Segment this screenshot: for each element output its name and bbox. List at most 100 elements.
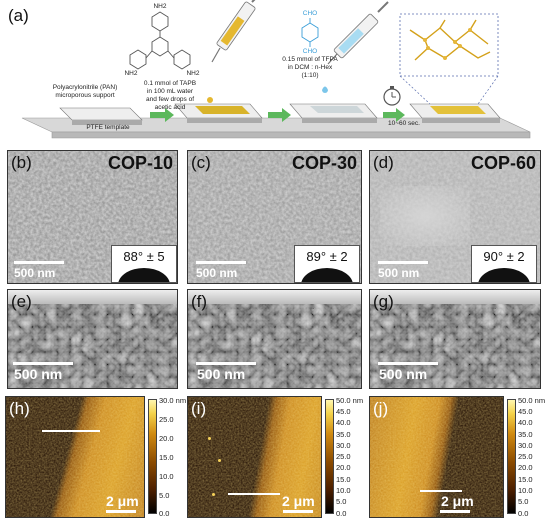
height-colorbar-i [325,399,334,514]
scale-bar-label: 500 nm [196,266,238,280]
particle [212,493,215,496]
colorbar-ticks-i: 50.0 nm 45.0 40.0 35.0 30.0 25.0 20.0 15… [336,396,366,518]
panel-label: (i) [191,399,207,418]
tick: 30.0 [518,441,533,450]
tick: 25.0 [518,452,533,461]
tick: 35.0 [518,430,533,439]
scale-bar [440,510,470,513]
scale-bar [283,510,313,513]
tick: 25.0 [336,452,351,461]
scale-bar-label: 500 nm [14,266,56,280]
scale-bar-label: 2 μm [441,493,474,509]
contact-angle-inset: 88° ± 5 [111,245,177,283]
panel-label: (c) [191,153,211,172]
syringe-2-icon [327,1,389,65]
tick: 10.0 [518,486,533,495]
particle [218,459,221,462]
sample-title: COP-30 [291,153,357,173]
tick: 15.0 [518,475,533,484]
tick: 20.0 [336,463,351,472]
scale-bar [13,362,73,365]
panel-label: (d) [373,153,394,172]
tick: 45.0 [518,407,533,416]
contact-angle-inset: 89° ± 2 [294,245,360,283]
tick: 15.0 [336,475,351,484]
tick: 50.0 nm [518,396,546,405]
tick: 35.0 [336,430,351,439]
sem-top-d: (d) COP-60 500 nm 90° ± 2 [369,150,541,284]
tick: 15.0 [159,453,174,462]
tick: 0.0 [159,509,170,518]
tapb-nh2-right: NH2 [186,70,200,77]
scale-bar [106,510,136,513]
tick: 40.0 [518,418,533,427]
sem-top-c: (c) COP-30 500 nm 89° ± 2 [187,150,362,284]
cross-texture [8,290,177,388]
sem-cross-e: (e) 500 nm [7,289,178,389]
tfpa-molecule-icon [301,18,319,47]
tick: 40.0 [336,418,351,427]
sem-cross-g: (g) 500 nm [369,289,541,389]
droplet-icon [301,268,353,282]
profile-line [420,490,462,492]
scale-bar-label: 500 nm [197,366,246,382]
time-label: 10~60 sec. [388,120,420,127]
scale-bar-label: 2 μm [282,493,315,509]
sem-cross-f: (f) 500 nm [187,289,362,389]
tapb-molecule-icon [129,11,191,70]
scale-bar-label: 2 μm [106,493,139,509]
droplet-icon [118,268,170,282]
profile-line [42,430,100,432]
smooth-patch [380,186,470,246]
profile-line [228,493,280,495]
tick: 10.0 [336,486,351,495]
afm-i: (i) 2 μm [187,396,322,518]
panel-label: (h) [9,399,30,418]
afm-j: (j) 2 μm [369,396,504,518]
panel-label: (j) [373,399,389,418]
contact-angle-value: 90° ± 2 [483,249,525,264]
tfpa-cho-bottom: CHO [302,48,318,55]
tick: 10.0 [159,472,174,481]
tapb-nh2-top: NH2 [153,3,167,10]
top-layer [8,290,177,304]
tick: 0.0 [336,509,347,518]
panel-a: (a) [0,0,550,146]
tick: 30.0 [336,441,351,450]
tapb-conditions: 0.1 mmol of TAPB in 100 mL water and few… [143,80,197,111]
sample-title: COP-60 [470,153,536,173]
tapb-nh2-left: NH2 [124,70,138,77]
panel-label: (f) [191,292,208,311]
particle [208,437,211,440]
tfpa-cho-top: CHO [302,10,318,17]
scale-bar [378,261,428,264]
afm-texture [188,397,321,517]
afm-texture [6,397,144,517]
tick: 5.0 [336,497,347,506]
tick: 20.0 [518,463,533,472]
tfpa-conditions: 0.15 mmol of TFPA in DCM : n-Hex (1:10) [282,56,338,79]
contact-angle-inset: 90° ± 2 [471,245,537,283]
panel-label: (b) [11,153,32,172]
tick: 45.0 [336,407,351,416]
panel-a-label: (a) [8,6,29,25]
syringe-1-icon [211,0,256,63]
height-colorbar-j [507,399,516,514]
support-label: Polyacrylonitrile (PAN) microporous supp… [52,84,118,99]
top-layer [188,290,361,304]
scale-bar [196,362,256,365]
height-colorbar-h [148,399,157,514]
scale-bar-label: 500 nm [14,366,63,382]
colorbar-ticks-j: 50.0 nm 45.0 40.0 35.0 30.0 25.0 20.0 15… [518,396,548,518]
scale-bar [378,362,438,365]
scale-bar [196,261,246,264]
tick: 5.0 [518,497,529,506]
tick: 5.0 [159,491,170,500]
stopwatch-icon [383,86,401,106]
sample-title: COP-10 [107,153,173,173]
scale-bar [14,261,64,264]
tick: 25.0 [159,415,174,424]
tick: 0.0 [518,509,529,518]
cross-texture [370,290,540,388]
droplet-icon [478,268,530,282]
